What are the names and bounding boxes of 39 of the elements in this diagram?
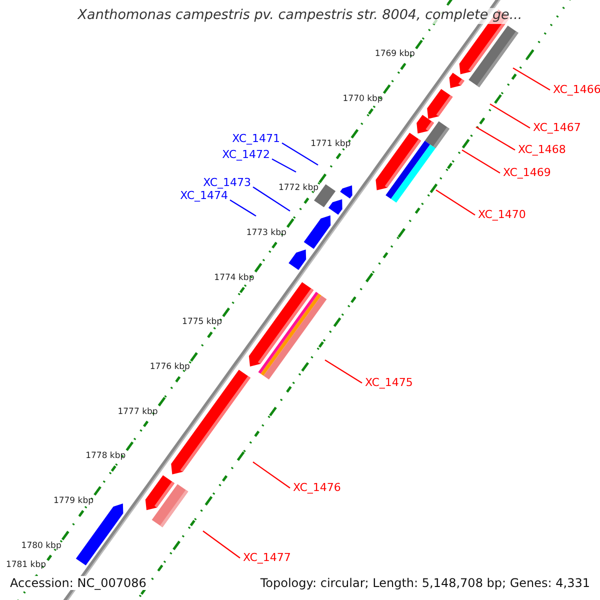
gene-label: XC_1469 — [503, 167, 551, 178]
leader-line — [462, 149, 500, 174]
gene-label: XC_1467 — [533, 122, 581, 133]
leader-line — [202, 530, 240, 558]
gene-label: XC_1474 — [180, 190, 228, 201]
scale-label: 1776 kbp — [150, 362, 190, 372]
gene-label: XC_1466 — [553, 84, 600, 95]
leader-line — [272, 158, 296, 173]
leader-line — [324, 359, 362, 384]
gene-label: XC_1475 — [365, 377, 413, 388]
accession-text: Accession: NC_007086 — [8, 576, 148, 590]
leader-line — [252, 186, 290, 212]
gene-label: XC_1476 — [293, 482, 341, 493]
gene-label: XC_1468 — [518, 144, 566, 155]
scale-label: 1778 kbp — [86, 452, 126, 461]
leader-line — [490, 103, 530, 129]
gene-label: XC_1477 — [243, 552, 291, 563]
gene-label: XC_1472 — [222, 149, 270, 160]
scale-label: 1773 kbp — [246, 229, 286, 238]
scale-label: 1779 kbp — [53, 496, 94, 506]
leader-line — [476, 126, 516, 151]
leader-line — [252, 462, 290, 488]
scale-label: 1780 kbp — [21, 542, 62, 550]
gene-label: XC_1473 — [203, 177, 251, 188]
leader-line — [512, 67, 550, 91]
scale-label: 1775 kbp — [182, 318, 222, 327]
leader-line — [436, 190, 476, 216]
scale-label: 1772 kbp — [278, 184, 319, 193]
scale-label: 1770 kbp — [342, 95, 383, 104]
scale-label: 1781 kbp — [6, 561, 46, 570]
scale-label: 1774 kbp — [214, 274, 254, 282]
gene-label: XC_1470 — [478, 209, 526, 220]
leader-line — [282, 142, 318, 166]
scale-label: 1777 kbp — [118, 408, 158, 416]
leader-line — [230, 199, 256, 217]
gene-label: XC_1471 — [232, 133, 280, 144]
scale-label: 1771 kbp — [310, 140, 351, 148]
genome-stats-text: Topology: circular; Length: 5,148,708 bp; Genes: 4,331 — [258, 576, 592, 590]
scale-label: 1769 kbp — [374, 50, 415, 59]
